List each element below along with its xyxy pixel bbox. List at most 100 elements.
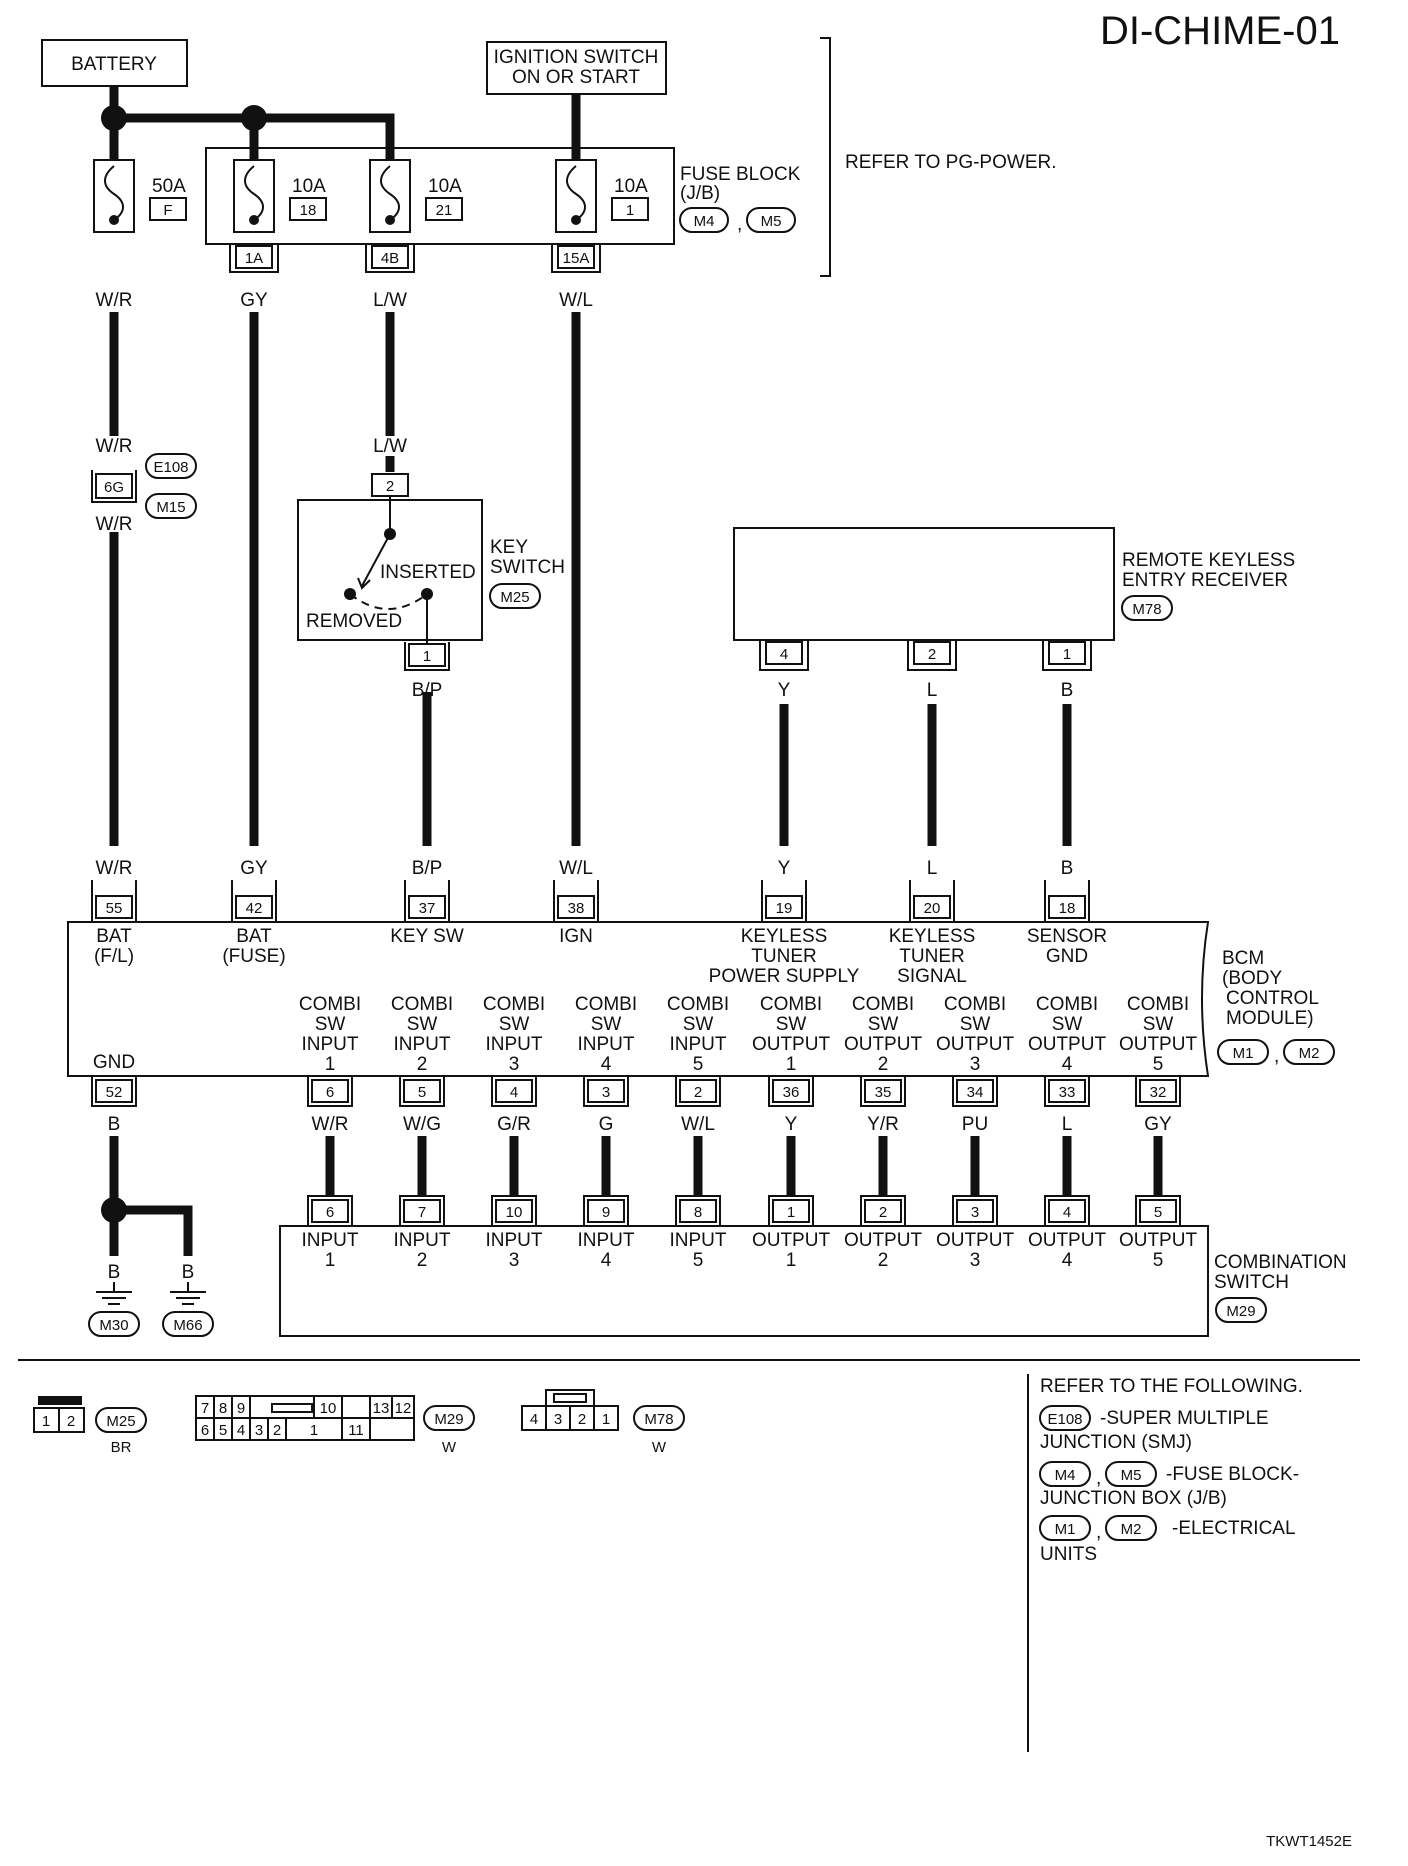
combi-8-bcm-pin: 33 (1059, 1084, 1076, 1101)
connector-view-m25-conn (95, 1407, 147, 1433)
battery-label: BATTERY (71, 54, 157, 75)
combi-2-cs-pin-bracket (491, 1195, 537, 1226)
cv29-bot-1: 1 (310, 1422, 318, 1439)
bcm-top-pin-37-box (408, 895, 446, 919)
bcm-top-name-38-1: IGN (559, 926, 593, 947)
combi-1-bcm-name-3: INPUT (394, 1034, 451, 1055)
combi-7-bcm-name-3: OUTPUT (936, 1034, 1015, 1055)
combi-9-bcm-pin-bracket (1135, 1076, 1181, 1107)
ref-eu-line2: UNITS (1040, 1544, 1097, 1565)
connector-view-m25-latch (38, 1396, 82, 1405)
combination-switch-box (279, 1225, 1209, 1337)
combi-3-cs-name-1: INPUT (578, 1230, 635, 1251)
combination-switch-conn-m29 (1215, 1297, 1267, 1323)
ignition-label-2: ON OR START (512, 67, 640, 88)
bcm-top-color-20: L (927, 858, 938, 879)
ref-eu-sep: , (1096, 1522, 1101, 1543)
combi-3-bcm-name-2: SW (591, 1014, 622, 1035)
cv29-bot-3: 3 (255, 1422, 263, 1439)
ref-m1-conn (1039, 1515, 1091, 1541)
ref-e108-conn-label: E108 (1047, 1411, 1082, 1428)
bcm-gnd-bracket (91, 1076, 137, 1107)
fuse-18-id: 18 (300, 202, 317, 219)
combi-4-cs-name-2: 5 (693, 1250, 704, 1271)
combi-3-cs-pin-bracket (583, 1195, 629, 1226)
combi-6-cs-pin: 2 (879, 1204, 887, 1221)
combi-8-bcm-name-3: OUTPUT (1028, 1034, 1107, 1055)
junction-6g-box (95, 473, 133, 499)
fb-pin-15a-box (557, 245, 595, 269)
cv29-bot-2: 2 (273, 1422, 281, 1439)
combi-4-bcm-name-2: SW (683, 1014, 714, 1035)
combi-3-bcm-pin-box (587, 1079, 625, 1103)
combi-4-wire-color: W/L (681, 1114, 715, 1135)
combination-switch-label-2: SWITCH (1214, 1272, 1289, 1293)
connector-view-m78-conn (633, 1405, 685, 1431)
combi-switch-circuits: COMBISWINPUT16W/R6INPUT1COMBISWINPUT25W/… (299, 994, 1198, 1271)
fuse-block-conn-m4-label: M4 (694, 213, 715, 230)
bcm-top-pin-19-box (765, 895, 803, 919)
bcm-conn-m1-label: M1 (1233, 1045, 1254, 1062)
combi-7-bcm-pin: 34 (967, 1084, 984, 1101)
combi-3-cs-name-2: 4 (601, 1250, 612, 1271)
combi-4-cs-pin: 8 (694, 1204, 702, 1221)
key-switch-pin-1: 1 (423, 648, 431, 665)
fuse-f-id-box (149, 197, 187, 221)
combi-8-bcm-pin-bracket (1044, 1076, 1090, 1107)
cv78-pin-3: 3 (554, 1411, 562, 1428)
bcm-top-color-19: Y (778, 858, 791, 879)
bcm-conn-m2 (1283, 1039, 1335, 1065)
connector-view-m29: 7 8 9 10 13 12 6 5 4 3 2 1 11 M29 W (195, 1395, 475, 1456)
combi-8-bcm-name-1: COMBI (1036, 994, 1098, 1015)
fuse-block-label: FUSE BLOCK (680, 164, 801, 185)
combi-2-cs-pin: 10 (506, 1204, 523, 1221)
ref-m1-conn-label: M1 (1055, 1521, 1076, 1538)
combi-0-cs-pin: 6 (326, 1204, 334, 1221)
fuse-18-element (244, 165, 264, 221)
remote-pin-2: 2 (907, 640, 957, 671)
combi-2-bcm-name-3: INPUT (486, 1034, 543, 1055)
bcm-top-name-20-2: TUNER (899, 946, 964, 967)
combi-5-bcm-pin: 36 (783, 1084, 800, 1101)
bcm-label-1: BCM (1222, 948, 1264, 969)
remote-pin-1: 1 (1042, 640, 1092, 671)
fb-pin-1a-bracket (229, 244, 279, 273)
combi-1-bcm-pin-box (403, 1079, 441, 1103)
fuse-1-element (566, 165, 586, 221)
fb-pin-1a-box (235, 245, 273, 269)
combi-5-cs-name-2: 1 (786, 1250, 797, 1271)
connector-view-m78: 4 3 2 1 M78 W (521, 1389, 685, 1456)
remote-pin-1-bracket (1042, 640, 1092, 671)
fuse-f-element (104, 165, 124, 221)
fuse-21: 10A 21 (369, 159, 463, 233)
key-switch-removed: REMOVED (306, 611, 402, 632)
bcm-conn-m1 (1217, 1039, 1269, 1065)
combination-switch-label-1: COMBINATION (1214, 1252, 1347, 1273)
fuse-block-conn-m5 (746, 207, 796, 233)
remote-pin-1-label: 1 (1063, 646, 1071, 663)
fuse-21-body (369, 159, 411, 233)
combi-9-cs-name-2: 5 (1153, 1250, 1164, 1271)
junction-6g-label: 6G (104, 479, 124, 496)
fb-pin-15a-bracket (551, 244, 601, 273)
combi-0-cs-pin-bracket (307, 1195, 353, 1226)
remote-receiver-label-2: ENTRY RECEIVER (1122, 570, 1288, 591)
cv29-top-9: 9 (237, 1400, 245, 1417)
combi-9-bcm-pin-box (1139, 1079, 1177, 1103)
splice-battery (101, 105, 127, 131)
combi-2-bcm-name-4: 3 (509, 1054, 520, 1075)
cv29-top-13: 13 (373, 1400, 390, 1417)
remote-pin-2-label: 2 (928, 646, 936, 663)
combi-3-cs-pin: 9 (602, 1204, 610, 1221)
wire-color-l-remote: L (927, 680, 938, 701)
ref-e108-line2: JUNCTION (SMJ) (1040, 1432, 1192, 1453)
wire-color-b-remote: B (1061, 680, 1074, 701)
bcm-top-pin-19-bracket (761, 880, 807, 922)
combi-8-cs-pin: 4 (1063, 1204, 1071, 1221)
combi-6-bcm-pin-bracket (860, 1076, 906, 1107)
splice-gnd (101, 1197, 127, 1223)
fuse-1-id-box (611, 197, 649, 221)
cv29-bot-5: 5 (219, 1422, 227, 1439)
bcm-top-pin-18-box (1048, 895, 1086, 919)
combi-9-cs-pin: 5 (1154, 1204, 1162, 1221)
